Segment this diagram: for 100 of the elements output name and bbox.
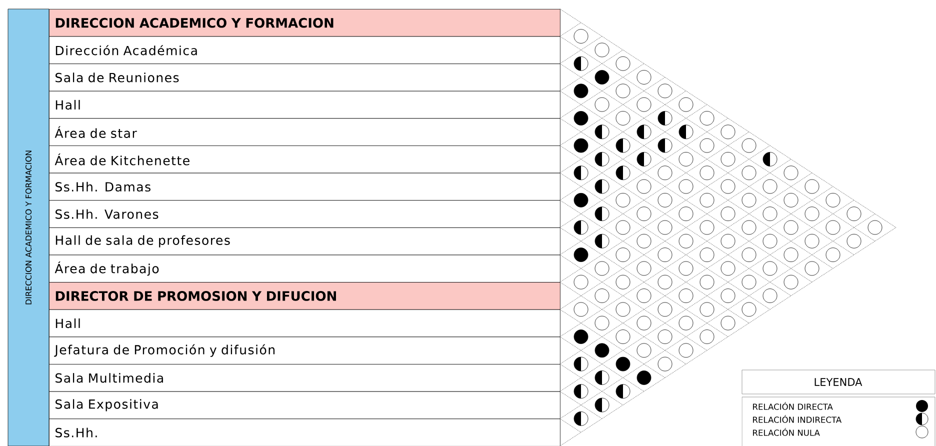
empty-circle (742, 220, 756, 235)
filled-circle (594, 70, 610, 84)
empty-circle (720, 234, 736, 248)
half-filled-circle (636, 124, 652, 140)
empty-circle (742, 138, 756, 153)
empty-circle (636, 70, 652, 84)
half-filled-circle (616, 166, 630, 180)
empty-circle (658, 248, 672, 262)
space-row: Ss.Hh. (49, 418, 560, 446)
empty-circle (636, 343, 652, 358)
empty-circle (742, 274, 756, 290)
half-filled-circle (678, 124, 694, 140)
empty-circle (700, 274, 714, 290)
half-filled-circle (594, 206, 610, 222)
empty-circle (762, 206, 778, 222)
filled-circle (594, 343, 610, 358)
empty-circle (678, 97, 694, 112)
empty-circle (700, 220, 714, 235)
half-filled-circle (574, 384, 588, 399)
empty-circle (594, 261, 610, 276)
empty-circle (762, 261, 778, 276)
empty-circle (658, 84, 672, 98)
empty-circle (616, 220, 630, 235)
empty-circle (762, 234, 778, 248)
empty-circle (616, 302, 630, 317)
empty-circle (678, 206, 694, 222)
empty-circle (700, 248, 714, 262)
space-row: Hall (49, 309, 560, 338)
empty-circle (636, 261, 652, 276)
empty-circle (658, 274, 672, 290)
empty-circle (594, 288, 610, 303)
empty-circle (658, 220, 672, 235)
empty-circle (636, 316, 652, 330)
empty-circle (594, 97, 610, 112)
empty-circle (678, 152, 694, 166)
empty-circle (846, 206, 862, 222)
half-filled-circle (658, 138, 672, 153)
empty-circle (658, 302, 672, 317)
empty-circle (700, 330, 714, 344)
section-header: DIRECTOR DE PROMOSION Y DIFUCION (49, 282, 560, 310)
empty-circle (762, 288, 778, 303)
half-filled-circle (636, 152, 652, 166)
space-row: Ss.Hh. Damas (49, 172, 560, 201)
legend-text: RELACIÓN INDIRECTA (753, 415, 842, 423)
empty-circle (616, 111, 630, 126)
empty-circle (784, 248, 798, 262)
space-row: Hall de sala de profesores (49, 228, 560, 256)
empty-circle (784, 166, 798, 180)
half-filled-circle (594, 179, 610, 194)
half-filled-circle (762, 152, 778, 166)
empty-circle (826, 192, 840, 208)
space-row: Hall (49, 90, 560, 119)
half-filled-circle (658, 111, 672, 126)
empty-circle (700, 192, 714, 208)
empty-circle (804, 206, 820, 222)
half-filled-circle (574, 56, 588, 71)
empty-circle (742, 192, 756, 208)
empty-circle (658, 192, 672, 208)
filled-circle (574, 111, 588, 126)
empty-circle (658, 166, 672, 180)
half-filled-circle (594, 124, 610, 140)
half-filled-circle (574, 220, 588, 235)
empty-circle (574, 274, 588, 290)
space-row: Jefatura de Promoción y difusión (49, 336, 560, 364)
empty-circle (784, 274, 798, 290)
empty-circle (678, 343, 694, 358)
empty-circle (700, 111, 714, 126)
empty-circle (678, 179, 694, 194)
empty-circle (616, 274, 630, 290)
legend-text: RELACIÓN DIRECTA (753, 402, 833, 410)
empty-circle (636, 206, 652, 222)
space-row: Área de Kitchenette (49, 146, 560, 174)
empty-circle (678, 261, 694, 276)
empty-circle (678, 234, 694, 248)
legend-box: LEYENDA (742, 370, 936, 394)
empty-circle (846, 234, 862, 248)
filled-circle (574, 138, 588, 153)
empty-circle (700, 138, 714, 153)
empty-circle (616, 192, 630, 208)
empty-circle (700, 166, 714, 180)
space-row: Área de star (49, 118, 560, 146)
half-filled-circle (574, 166, 588, 180)
section-header: DIRECCION ACADEMICO Y FORMACION (49, 9, 560, 37)
space-row: Sala de Reuniones (49, 64, 560, 92)
empty-circle (742, 248, 756, 262)
empty-circle (742, 302, 756, 317)
half-filled-circle (574, 411, 588, 426)
empty-circle (720, 288, 736, 303)
empty-circle (594, 42, 610, 58)
empty-circle (574, 302, 588, 317)
empty-circle (762, 179, 778, 194)
empty-circle (868, 220, 882, 235)
space-row: Área de trabajo (49, 254, 560, 283)
space-row: Sala Expositiva (49, 391, 560, 420)
half-filled-circle (616, 138, 630, 153)
empty-circle (720, 124, 736, 140)
empty-circle (594, 316, 610, 330)
filled-circle (574, 248, 588, 262)
empty-circle (616, 56, 630, 71)
empty-circle (678, 316, 694, 330)
